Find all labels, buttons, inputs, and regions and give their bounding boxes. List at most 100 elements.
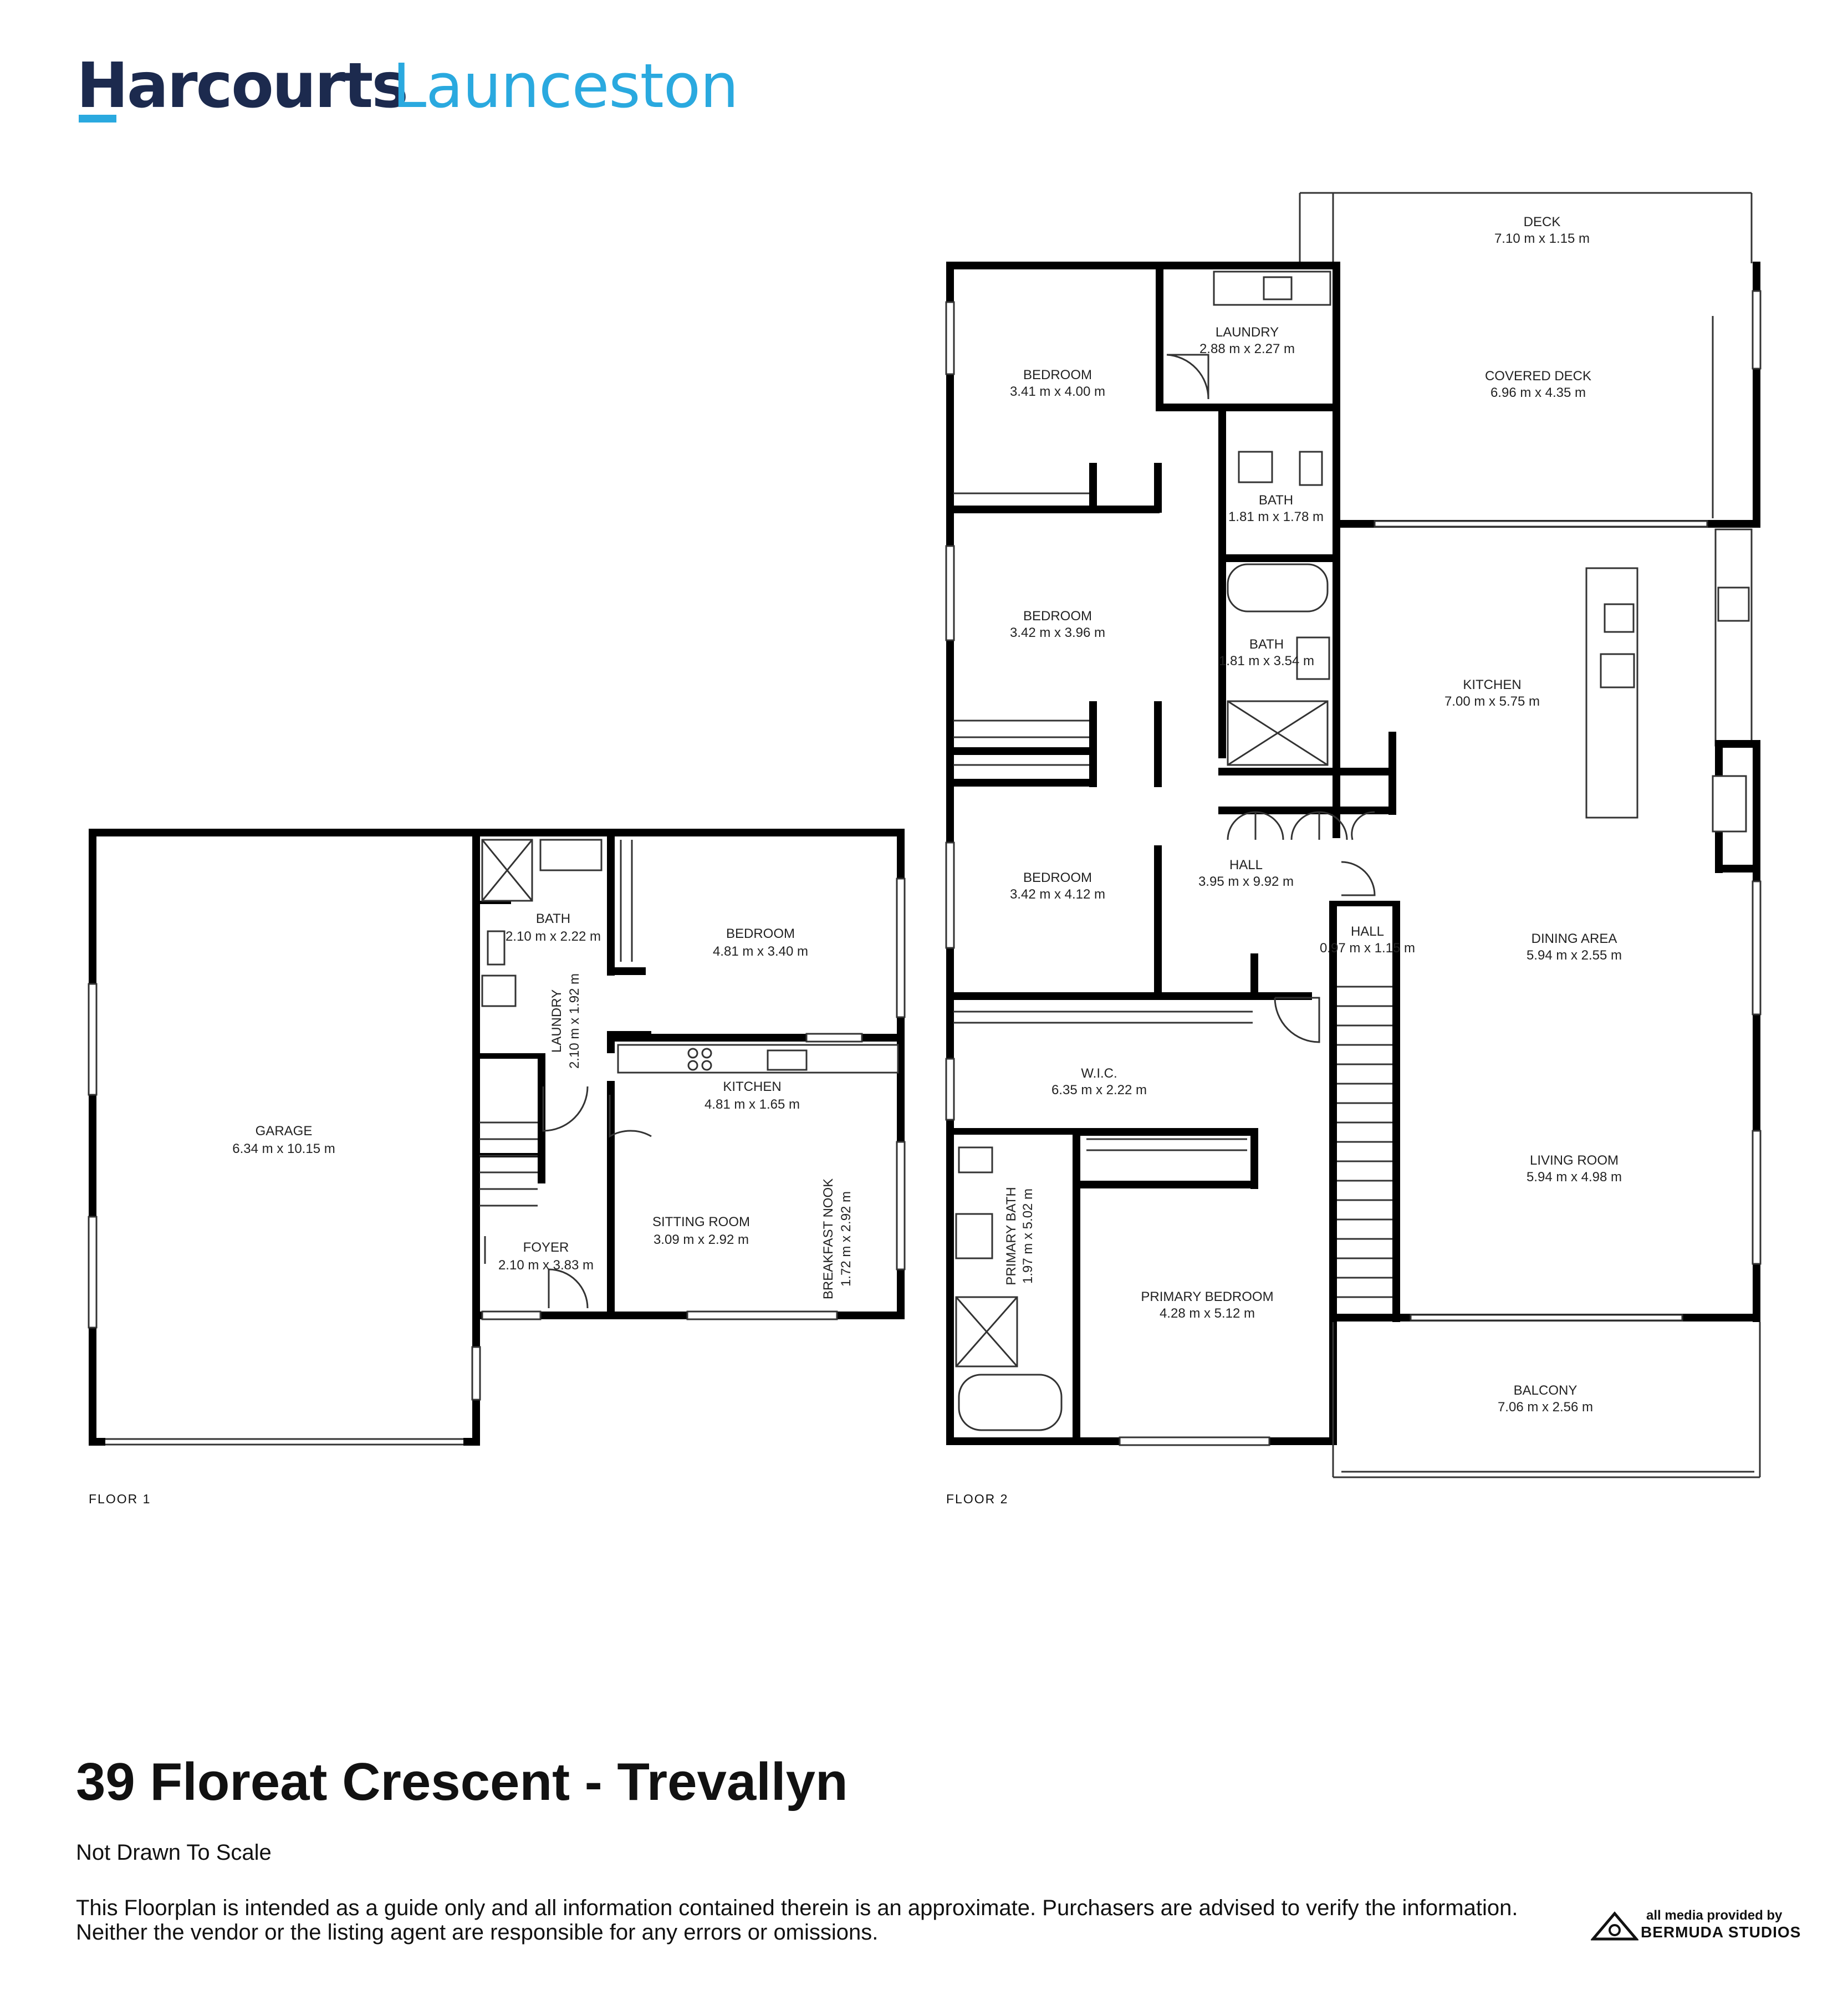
vanity bbox=[955, 1213, 993, 1259]
room-name: GARAGE bbox=[256, 1124, 313, 1139]
property-address: 39 Floreat Crescent - Trevallyn bbox=[76, 1752, 848, 1812]
room-name: DECK bbox=[1524, 215, 1561, 229]
wall bbox=[1218, 768, 1396, 775]
wall bbox=[1715, 740, 1760, 748]
room-name: BEDROOM bbox=[1023, 609, 1092, 624]
window bbox=[945, 545, 955, 641]
room-dimensions: 2.10 m x 1.92 m bbox=[567, 973, 582, 1069]
cooktop bbox=[701, 1060, 712, 1071]
fridge bbox=[1712, 775, 1747, 833]
sink bbox=[1604, 603, 1635, 633]
wall bbox=[89, 1438, 105, 1446]
room-dimensions: 5.94 m x 2.55 m bbox=[1527, 948, 1622, 963]
door bbox=[1166, 354, 1209, 400]
room-name: DINING AREA bbox=[1532, 931, 1617, 946]
wall bbox=[1250, 1128, 1258, 1189]
wall bbox=[946, 992, 1312, 1000]
cooktop bbox=[687, 1048, 698, 1059]
disclaimer: This Floorplan is intended as a guide on… bbox=[76, 1896, 1518, 1945]
room-name: LAUNDRY bbox=[549, 989, 564, 1053]
kitchen-bench bbox=[1714, 528, 1753, 747]
kitchen-bench bbox=[617, 1044, 899, 1074]
shower bbox=[955, 1297, 1018, 1367]
toilet bbox=[1299, 451, 1323, 486]
vanity bbox=[1296, 636, 1330, 680]
credit-studio: BERMUDA STUDIOS bbox=[1641, 1923, 1801, 1941]
bathtub bbox=[1227, 563, 1329, 613]
window bbox=[896, 877, 906, 1018]
window bbox=[471, 1346, 481, 1401]
room-name: BEDROOM bbox=[726, 926, 795, 941]
window bbox=[945, 301, 955, 375]
room-name: W.I.C. bbox=[1081, 1066, 1117, 1081]
floor-2-plan: FLOOR 2 DECK 7.10 m x 1.15 m BEDROOM 3.4… bbox=[945, 192, 1762, 1506]
room-name: FOYER bbox=[523, 1240, 569, 1255]
wall bbox=[946, 779, 1097, 787]
wall bbox=[538, 1053, 545, 1183]
room-name: LAUNDRY bbox=[1216, 325, 1279, 340]
wall bbox=[1250, 953, 1258, 998]
window bbox=[88, 983, 98, 1096]
window bbox=[88, 1216, 98, 1329]
wall bbox=[1329, 901, 1337, 1319]
vanity bbox=[539, 839, 603, 871]
room-dimensions: 3.95 m x 9.92 m bbox=[1198, 874, 1294, 889]
room-name: PRIMARY BATH bbox=[1004, 1187, 1019, 1285]
shower bbox=[481, 839, 533, 901]
room-dimensions: 1.97 m x 5.02 m bbox=[1020, 1188, 1035, 1284]
window bbox=[805, 1033, 863, 1043]
sink bbox=[1238, 451, 1273, 483]
window bbox=[945, 1058, 955, 1121]
room-dimensions: 6.96 m x 4.35 m bbox=[1490, 385, 1586, 400]
room-name: KITCHEN bbox=[723, 1079, 781, 1094]
brand-office: Launceston bbox=[392, 50, 739, 121]
room-dimensions: 7.00 m x 5.75 m bbox=[1444, 694, 1540, 709]
room-dimensions: 2.10 m x 3.83 m bbox=[498, 1258, 594, 1273]
wall bbox=[1075, 1128, 1258, 1136]
room-name: BALCONY bbox=[1514, 1383, 1578, 1398]
wall bbox=[1154, 845, 1162, 992]
wall bbox=[472, 829, 905, 836]
door bbox=[548, 1268, 589, 1309]
wall bbox=[1392, 901, 1400, 1322]
cooktop bbox=[687, 1060, 698, 1071]
wall bbox=[1329, 901, 1400, 906]
room-dimensions: 0.97 m x 1.15 m bbox=[1320, 941, 1415, 956]
door bbox=[1341, 861, 1376, 896]
room-name: HALL bbox=[1229, 858, 1263, 872]
wall bbox=[1154, 701, 1162, 787]
scale-note: Not Drawn To Scale bbox=[76, 1840, 272, 1865]
window bbox=[1752, 880, 1762, 1016]
hall-cupboard bbox=[1227, 811, 1375, 840]
room-name: BEDROOM bbox=[1023, 870, 1092, 885]
window bbox=[1119, 1436, 1270, 1446]
sink bbox=[481, 974, 517, 1007]
room-dimensions: 3.41 m x 4.00 m bbox=[1010, 384, 1105, 399]
wall bbox=[1089, 463, 1097, 513]
window bbox=[481, 1310, 542, 1320]
room-dimensions: 3.42 m x 4.12 m bbox=[1010, 887, 1105, 902]
room-dimensions: 1.81 m x 3.54 m bbox=[1219, 654, 1314, 669]
wall bbox=[1089, 701, 1097, 787]
cooktop bbox=[701, 1048, 712, 1059]
cooktop bbox=[1717, 586, 1750, 622]
media-credit: all media provided by BERMUDA STUDIOS bbox=[1591, 1908, 1800, 1941]
door bbox=[609, 1095, 652, 1138]
wall bbox=[477, 1053, 543, 1059]
room-name: BATH bbox=[1259, 493, 1293, 508]
toilet bbox=[487, 930, 506, 966]
room-dimensions: 2.10 m x 2.22 m bbox=[506, 929, 601, 944]
room-name: LIVING ROOM bbox=[1530, 1153, 1619, 1168]
credit-caption: all media provided by bbox=[1646, 1908, 1783, 1923]
room-dimensions: 1.72 m x 2.92 m bbox=[839, 1191, 854, 1287]
floor-label: FLOOR 2 bbox=[946, 1492, 1008, 1506]
toilet bbox=[958, 1146, 993, 1173]
wall bbox=[1156, 404, 1333, 411]
wall bbox=[463, 1438, 480, 1446]
room-name: BATH bbox=[1249, 637, 1284, 652]
wall bbox=[1333, 262, 1340, 838]
window bbox=[686, 1310, 838, 1320]
wall bbox=[1154, 463, 1162, 513]
room-name: SITTING ROOM bbox=[652, 1215, 750, 1229]
